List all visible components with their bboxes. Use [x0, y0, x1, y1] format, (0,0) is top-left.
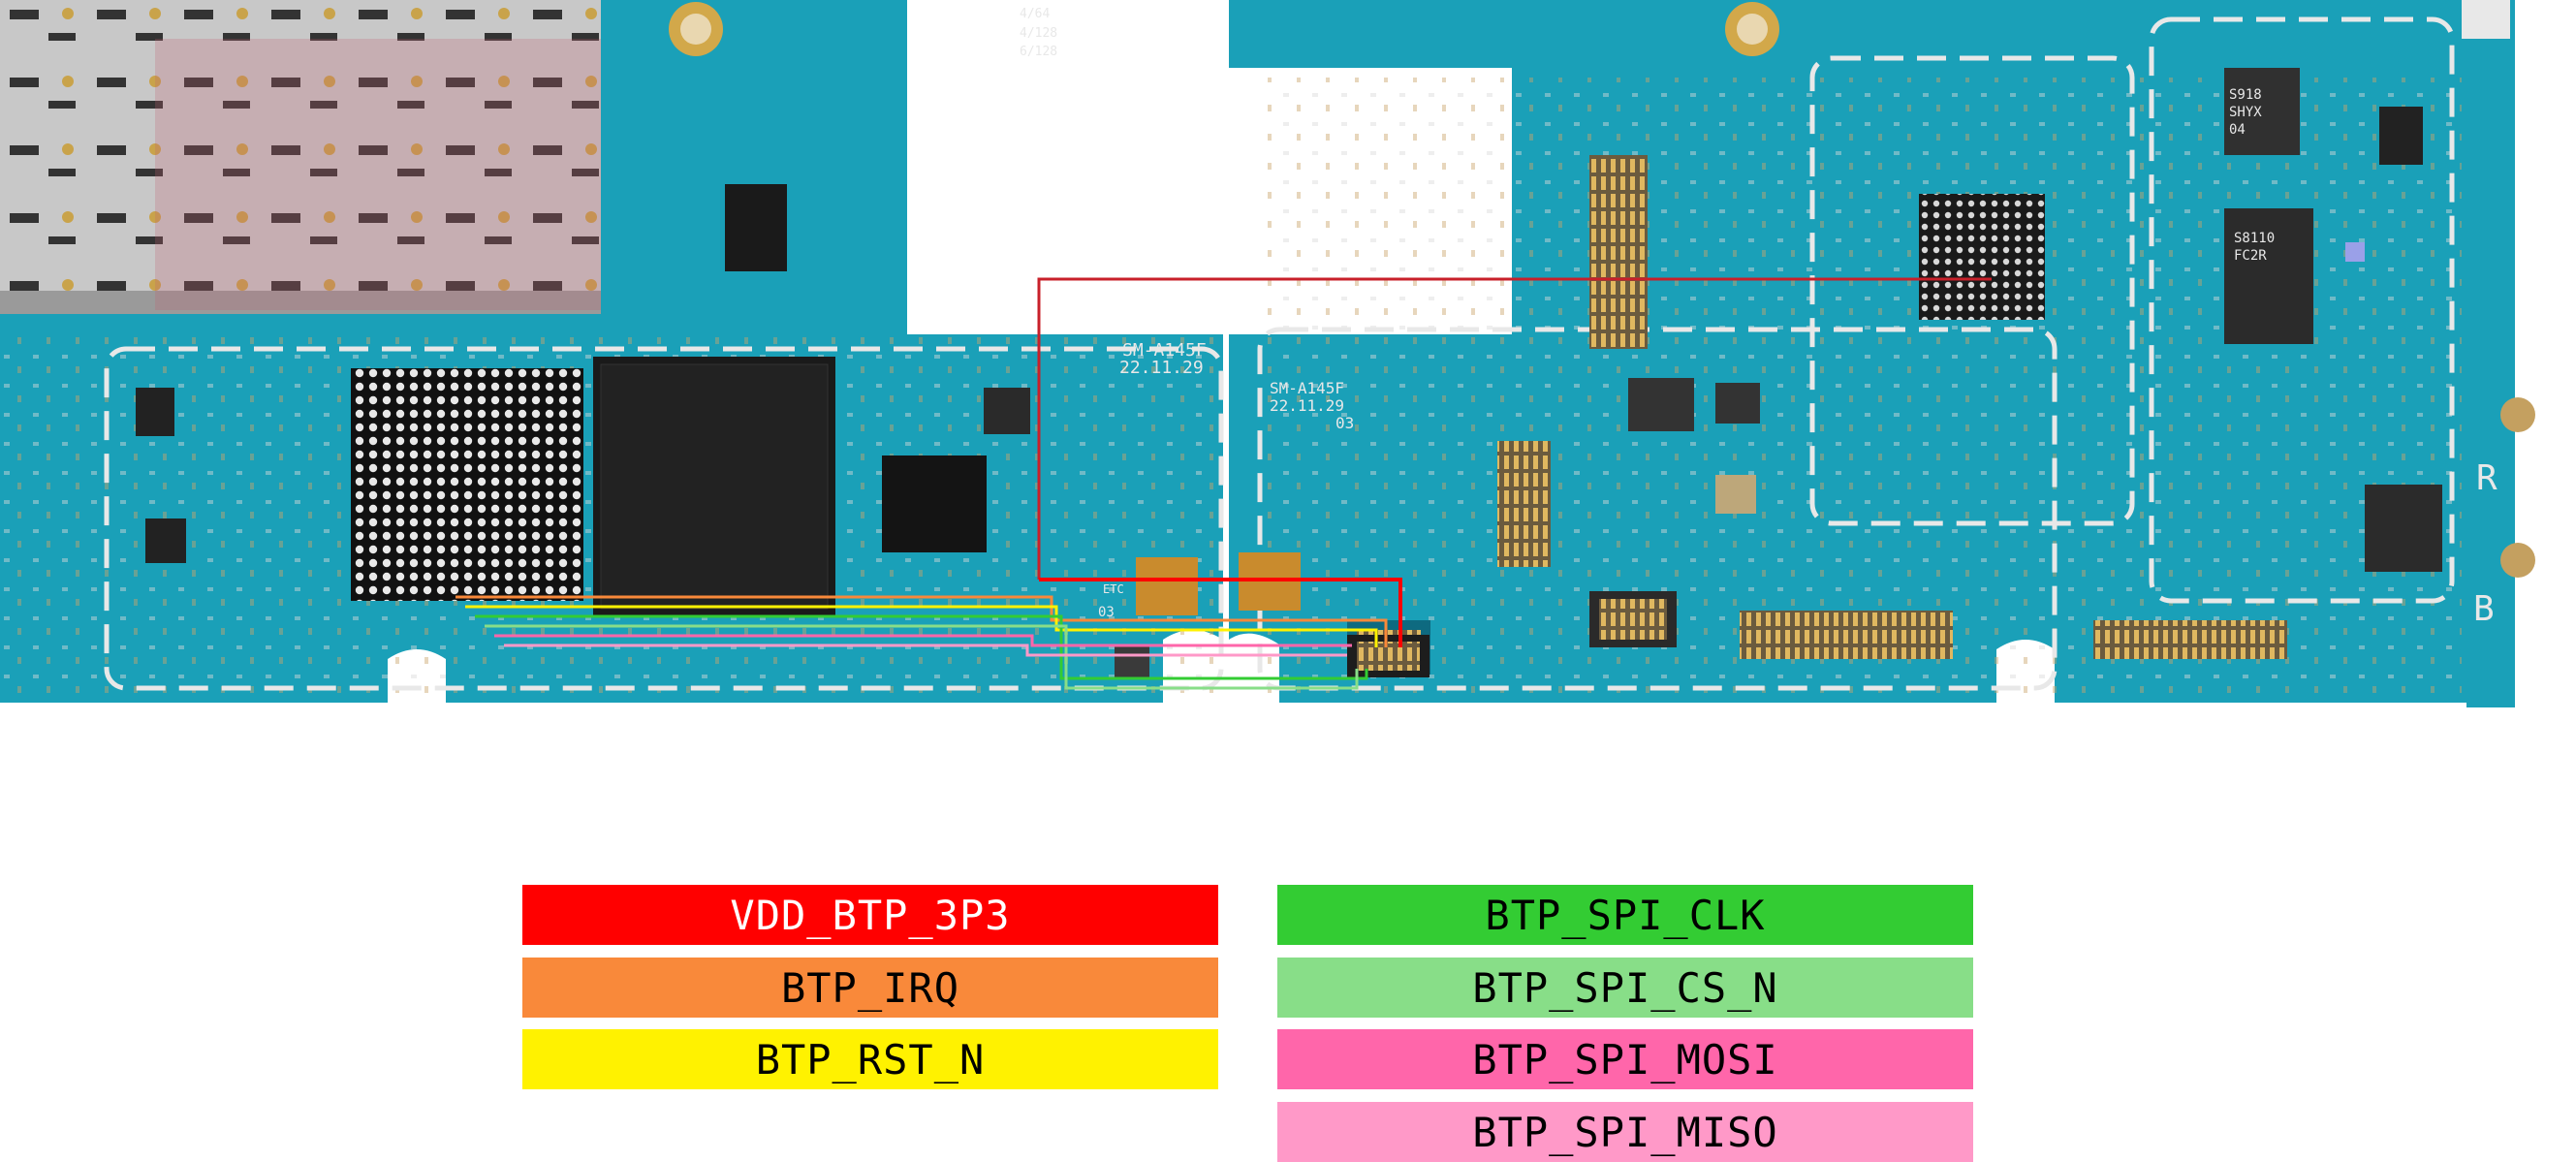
- legend-btp-spi-cs-n: BTP_SPI_CS_N: [1277, 958, 1973, 1018]
- etc-label: ETC: [1103, 582, 1124, 596]
- trace-vdd: [1037, 277, 1992, 580]
- modem-bga: [1919, 194, 2045, 320]
- chip-b-label: S918: [2229, 87, 2262, 103]
- chip-a: [2224, 208, 2313, 344]
- pcb-board-image: SM-A145F 22.11.29 SM-A145F 22.11.29 03 0…: [0, 0, 2576, 707]
- date-label-left: 22.11.29: [1119, 358, 1204, 378]
- marker-b: B: [2473, 589, 2495, 629]
- legend-btp-rst-n: BTP_RST_N: [522, 1029, 1218, 1089]
- chip-b-sub: SHYX: [2229, 105, 2262, 120]
- model-label-right: SM-A145F: [1270, 379, 1344, 397]
- sim-tray: [0, 0, 601, 310]
- cpu-bga: [351, 368, 583, 601]
- legend-btp-spi-miso: BTP_SPI_MISO: [1277, 1102, 1973, 1162]
- legend-vdd-btp-3p3: VDD_BTP_3P3: [522, 885, 1218, 945]
- chip-b-num: 04: [2229, 122, 2246, 138]
- marker-r: R: [2476, 458, 2497, 498]
- memory-label-1: 4/64: [1020, 7, 1050, 21]
- pmic-chip: [882, 455, 987, 552]
- chip-b: [2224, 68, 2300, 155]
- legend-btp-spi-mosi: BTP_SPI_MOSI: [1277, 1029, 1973, 1089]
- chip-a-label: S8110: [2234, 231, 2275, 246]
- legend-btp-spi-clk: BTP_SPI_CLK: [1277, 885, 1973, 945]
- date-label-right: 22.11.29: [1270, 396, 1344, 415]
- chip-a-sub: FC2R: [2234, 248, 2267, 264]
- rev-label-right: 03: [1335, 414, 1354, 432]
- legend-btp-irq: BTP_IRQ: [522, 958, 1218, 1018]
- memory-label-2: 4/128: [1020, 26, 1057, 41]
- model-label-left: SM-A145F: [1122, 340, 1207, 361]
- memory-label-3: 6/128: [1020, 45, 1057, 59]
- rev-label-left: 03: [1098, 605, 1115, 620]
